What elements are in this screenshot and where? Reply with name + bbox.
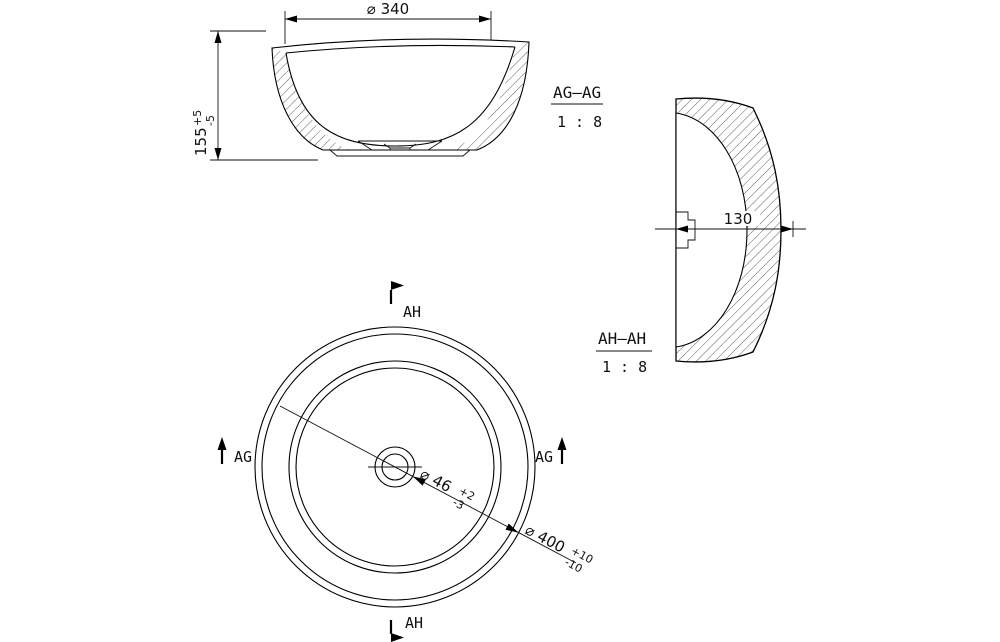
dimension-text: ⌀ 340: [367, 0, 409, 18]
basin-section-outline: [271, 38, 530, 151]
right-wall-hatch: [450, 42, 529, 150]
arrowhead: [781, 225, 793, 233]
dimension-text: ⌀ 400: [522, 521, 568, 557]
section-label: AH–AH: [598, 329, 646, 348]
drain-recess-detail: [357, 140, 443, 151]
side-cavity: [675, 112, 748, 348]
section-flag-icon: [391, 633, 404, 642]
dimension-text: 155: [192, 127, 210, 156]
section-marker-ag-left: AG: [217, 437, 252, 466]
side-drain-detail: [676, 211, 696, 249]
diameter-leader-line: [279, 405, 577, 564]
tolerance-lower: -3: [450, 496, 466, 513]
outer-rim-inner-circle: [261, 333, 529, 601]
section-ah-view: 130 AH–AH 1 : 8: [596, 97, 806, 376]
scale-label: 1 : 8: [557, 113, 602, 131]
section-marker-ag-right: AG: [535, 437, 567, 466]
plan-view: ⌀ 46 +2 -3 ⌀ 400 +10 -10 AG AG AH: [217, 281, 595, 642]
basin-inner-surface: [285, 46, 516, 147]
left-wall-hatch: [272, 48, 350, 150]
arrowhead-outer-diameter: [505, 523, 519, 533]
section-label: AG–AG: [553, 83, 601, 102]
arrowhead: [214, 148, 222, 160]
section-arrow-icon: [217, 437, 227, 450]
arrowhead: [676, 225, 688, 233]
dimension-text: ⌀ 46: [417, 465, 454, 496]
base-foot-profile: [329, 149, 471, 157]
tolerance-lower: -5: [204, 115, 217, 126]
dimension-depth-130: 130: [655, 210, 806, 237]
tolerance-upper: +5: [191, 110, 204, 126]
view-label-ah: AH–AH 1 : 8: [596, 329, 652, 376]
section-marker-label: AH: [405, 614, 423, 632]
dimension-diameter-340: ⌀ 340: [284, 0, 492, 44]
arrowhead: [479, 15, 491, 23]
dimension-text-mask: [716, 211, 760, 226]
section-marker-label: AG: [234, 448, 252, 466]
dimension-text: 130: [724, 210, 753, 228]
dimension-height-155: 155 +5 -5: [191, 30, 318, 161]
dimension-outer-diameter: ⌀ 400 +10 -10: [522, 521, 595, 576]
arrowhead: [285, 15, 297, 23]
basin-inner-rim: [285, 44, 516, 54]
section-marker-ah-top: AH: [389, 281, 421, 321]
section-marker-label: AG: [535, 448, 553, 466]
dimension-drain-diameter: ⌀ 46 +2 -3: [417, 465, 477, 513]
section-marker-label: AH: [403, 303, 421, 321]
arrowhead: [214, 31, 222, 43]
view-label-ag: AG–AG 1 : 8: [551, 83, 603, 131]
bowl-edge-inner-circle: [295, 367, 495, 567]
section-flag-icon: [391, 281, 404, 290]
scale-label: 1 : 8: [602, 358, 647, 376]
bowl-edge-circle: [288, 360, 502, 574]
arrowhead-drain-diameter: [412, 476, 426, 486]
section-marker-ah-bottom: AH: [389, 614, 423, 642]
section-arrow-icon: [557, 437, 567, 450]
outer-rim-circle: [254, 326, 536, 608]
section-ag-view: ⌀ 340 155 +5 -5 AG–AG 1 : 8: [191, 0, 603, 161]
